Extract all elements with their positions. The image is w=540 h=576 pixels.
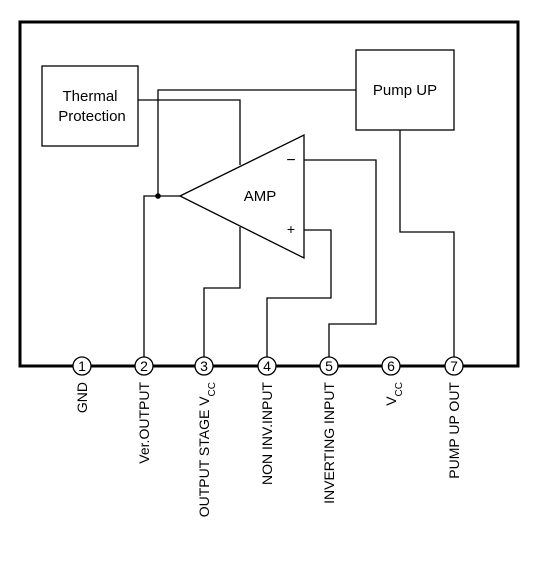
pin-3: 3 — [194, 356, 214, 376]
pin-2-label: Ver.OUTPUT — [136, 382, 152, 464]
wire-thermal-to-amp — [138, 99, 241, 165]
pin-3-number: 3 — [200, 358, 208, 374]
pin-7-number: 7 — [450, 358, 458, 374]
pin-2: 2 — [134, 356, 154, 376]
pin-6-number: 6 — [387, 358, 395, 374]
pin-5-label: INVERTING INPUT — [321, 382, 337, 504]
thermal-label-line1: Thermal — [62, 88, 117, 105]
pin-3-label-subscript: CC — [207, 382, 218, 396]
pin-3-label-text: OUTPUT STAGE V — [196, 396, 212, 517]
wire-junction-dot — [155, 193, 161, 199]
wire-minus-input-to-pin5 — [304, 159, 377, 357]
pin-1-label: GND — [74, 382, 90, 413]
wire-amp-output-to-pin2 — [143, 195, 180, 357]
amp-triangle — [178, 133, 305, 260]
pin-5-number: 5 — [325, 358, 333, 374]
thermal-protection-block — [41, 65, 139, 147]
pin-5: 5 — [319, 356, 339, 376]
pin-4-label: NON INV.INPUT — [259, 382, 275, 485]
pin-1: 1 — [72, 356, 92, 376]
pin-1-number: 1 — [78, 358, 86, 374]
pin-4-number: 4 — [263, 358, 271, 374]
amp-plus-sign: + — [287, 221, 295, 237]
wire-amp-stage-to-pin3 — [203, 227, 241, 357]
amp-minus-sign: − — [286, 152, 295, 169]
pin-2-number: 2 — [140, 358, 148, 374]
pin-6-label-subscript: CC — [394, 382, 405, 396]
pin-6: 6 — [381, 356, 401, 376]
wire-plus-input-to-pin4 — [266, 229, 332, 357]
pin-6-label-text: V — [383, 396, 399, 406]
wire-pump-to-output — [157, 89, 356, 196]
pin-4: 4 — [257, 356, 277, 376]
pin-3-label: OUTPUT STAGE VCC — [196, 382, 218, 517]
pin-6-label: VCC — [383, 382, 405, 406]
pump-up-label: Pump UP — [373, 82, 437, 99]
wire-pump-to-pin7 — [399, 130, 455, 357]
amp-label: AMP — [244, 188, 277, 205]
thermal-label-line2: Protection — [58, 108, 126, 125]
pin-7-label: PUMP UP OUT — [446, 382, 462, 479]
pin-7: 7 — [444, 356, 464, 376]
